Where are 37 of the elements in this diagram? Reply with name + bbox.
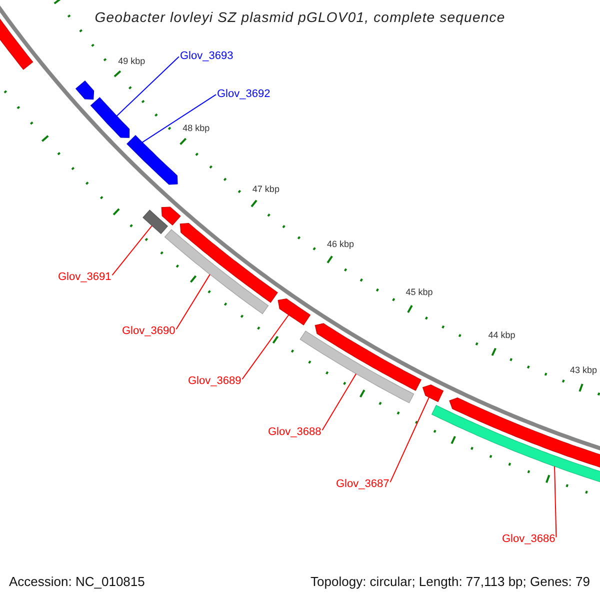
tick-label: 48 kbp bbox=[182, 122, 210, 133]
leader-line bbox=[242, 314, 290, 380]
gene-segment bbox=[164, 229, 269, 314]
tick-label: 47 kbp bbox=[252, 184, 280, 194]
leader-line bbox=[322, 373, 357, 431]
gene-segment bbox=[90, 97, 130, 138]
gene-segment bbox=[161, 206, 181, 226]
gene-segment bbox=[126, 134, 178, 185]
tick-label: 44 kbp bbox=[488, 330, 516, 340]
tick-label: 45 kbp bbox=[406, 287, 433, 298]
leader-line bbox=[142, 94, 216, 143]
tick-label: 46 kbp bbox=[326, 238, 354, 249]
gene-segment bbox=[75, 80, 94, 100]
tick-label: 49 kbp bbox=[118, 56, 146, 66]
gene-label: Glov_3692 bbox=[217, 88, 270, 100]
gene-segment bbox=[142, 210, 168, 234]
gene-label: Glov_3687 bbox=[336, 478, 390, 490]
gene-segment bbox=[180, 223, 278, 303]
gene-label: Glov_3693 bbox=[180, 50, 234, 62]
accession-text: Accession: NC_010815 bbox=[9, 574, 145, 589]
gene-label: Glov_3690 bbox=[122, 325, 176, 337]
tick-label: 43 kbp bbox=[570, 364, 597, 375]
leader-line bbox=[176, 274, 210, 330]
gene-segment bbox=[314, 323, 422, 391]
leader-line bbox=[554, 466, 557, 538]
gene-label: Glov_3691 bbox=[58, 271, 112, 283]
gene-label: Glov_3686 bbox=[502, 533, 556, 545]
gene-label: Glov_3688 bbox=[268, 426, 322, 438]
leader-line bbox=[112, 225, 152, 276]
leader-line bbox=[116, 56, 180, 116]
gene-segment bbox=[300, 330, 414, 404]
title: Geobacter lovleyi SZ plasmid pGLOV01, complete sequence bbox=[94, 9, 506, 25]
gene-segment bbox=[422, 384, 444, 402]
leader-line bbox=[390, 396, 430, 483]
summary-text: Topology: circular; Length: 77,113 bp; Genes: 79 bbox=[310, 574, 590, 589]
gene-segment bbox=[278, 298, 311, 326]
gene-label: Glov_3689 bbox=[188, 375, 242, 387]
